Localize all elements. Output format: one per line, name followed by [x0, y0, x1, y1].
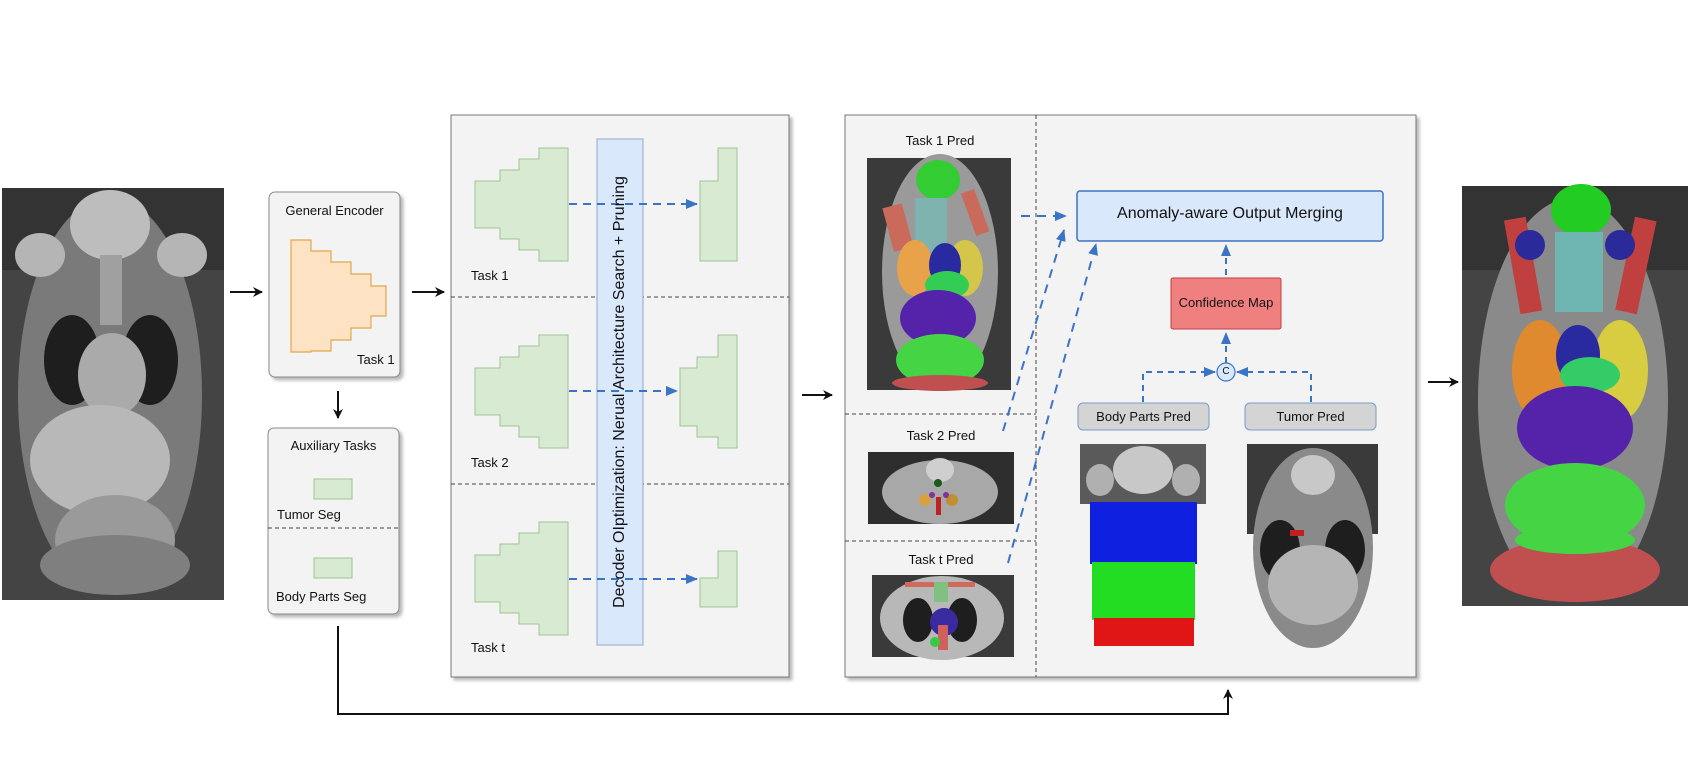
task2-pred-to-merge-arrow [1002, 229, 1066, 432]
body-parts-to-concat-arrow [1142, 367, 1216, 402]
body-parts-pred-pill [1077, 402, 1210, 431]
task1-decoder-pruned [699, 147, 738, 262]
feedback-arrow-auxiliary-to-merge [337, 626, 1233, 715]
merged-output-scan [1462, 184, 1688, 606]
body-parts-pred-image [1080, 444, 1206, 646]
body-parts-seg-block [313, 557, 353, 579]
auxiliary-title: Auxiliary Tasks [290, 438, 377, 453]
task2-pred-label: Task 2 Pred [906, 428, 976, 443]
anomaly-merging-label: Anomaly-aware Output Merging [1117, 205, 1343, 222]
task1-pred-label: Task 1 Pred [905, 133, 975, 148]
tumor-seg-label: Tumor Seg [277, 507, 341, 522]
body-parts-pred-label: Body Parts Pred [1096, 409, 1191, 424]
taskt-pred-image [872, 575, 1014, 660]
decoder-task2-label: Task 2 [471, 455, 509, 470]
encoder-task-label: Task 1 [357, 352, 395, 367]
task1-pred-image [867, 154, 1011, 391]
body-parts-seg-label: Body Parts Seg [276, 589, 367, 604]
concat-label: C [1222, 366, 1230, 377]
task1-decoder-input [474, 147, 569, 262]
confidence-map-label: Confidence Map [1178, 295, 1274, 310]
tumor-pred-label: Tumor Pred [1276, 409, 1345, 424]
nas-pruning-label: Decoder OIptimization: Nerual Architectu… [611, 176, 628, 608]
taskt-decoder-input [474, 521, 569, 636]
task2-pred-image [868, 452, 1014, 524]
tumor-pred-pill [1244, 402, 1377, 431]
decoder-task1-label: Task 1 [471, 268, 509, 283]
tumor-seg-block [313, 478, 353, 500]
task2-decoder-pruned [679, 334, 738, 449]
concat-node [1216, 362, 1236, 382]
input-ct-scan [2, 188, 224, 600]
encoder-trapezoid [290, 239, 387, 353]
taskt-pred-label: Task t Pred [908, 552, 974, 567]
tumor-to-concat-arrow [1236, 367, 1312, 402]
auxiliary-tasks-box [267, 427, 400, 615]
confidence-map-box [1170, 277, 1282, 330]
anomaly-merging-box [1076, 190, 1384, 242]
taskt-pred-to-merge-arrow [1007, 243, 1098, 564]
tumor-pred-image [1247, 444, 1378, 648]
decoder-taskt-label: Task t [471, 640, 505, 655]
task2-decoder-input [474, 334, 569, 449]
taskt-decoder-pruned [699, 550, 738, 608]
encoder-title: General Encoder [285, 203, 384, 218]
